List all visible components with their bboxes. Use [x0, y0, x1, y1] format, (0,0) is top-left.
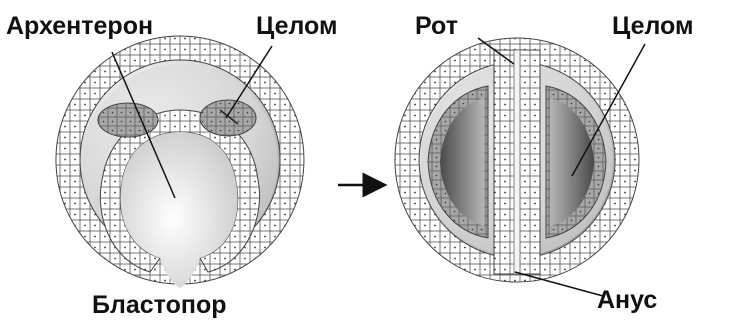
blastopore-label: Бластопор: [92, 293, 227, 318]
coelom-right-label: Целом: [612, 14, 693, 39]
gut-lumen: [514, 50, 520, 274]
mouth-label: Рот: [415, 14, 458, 39]
anus-label: Анус: [597, 288, 657, 313]
anus-leader-line: [515, 272, 603, 296]
left-mesoderm-pouch: [98, 103, 158, 137]
right-mesoderm-pouch: [200, 100, 256, 136]
left-embryo: [56, 36, 304, 288]
right-embryo: [395, 38, 645, 296]
archenteron-label: Архентерон: [6, 14, 153, 39]
coelom-left-label: Целом: [256, 14, 337, 39]
